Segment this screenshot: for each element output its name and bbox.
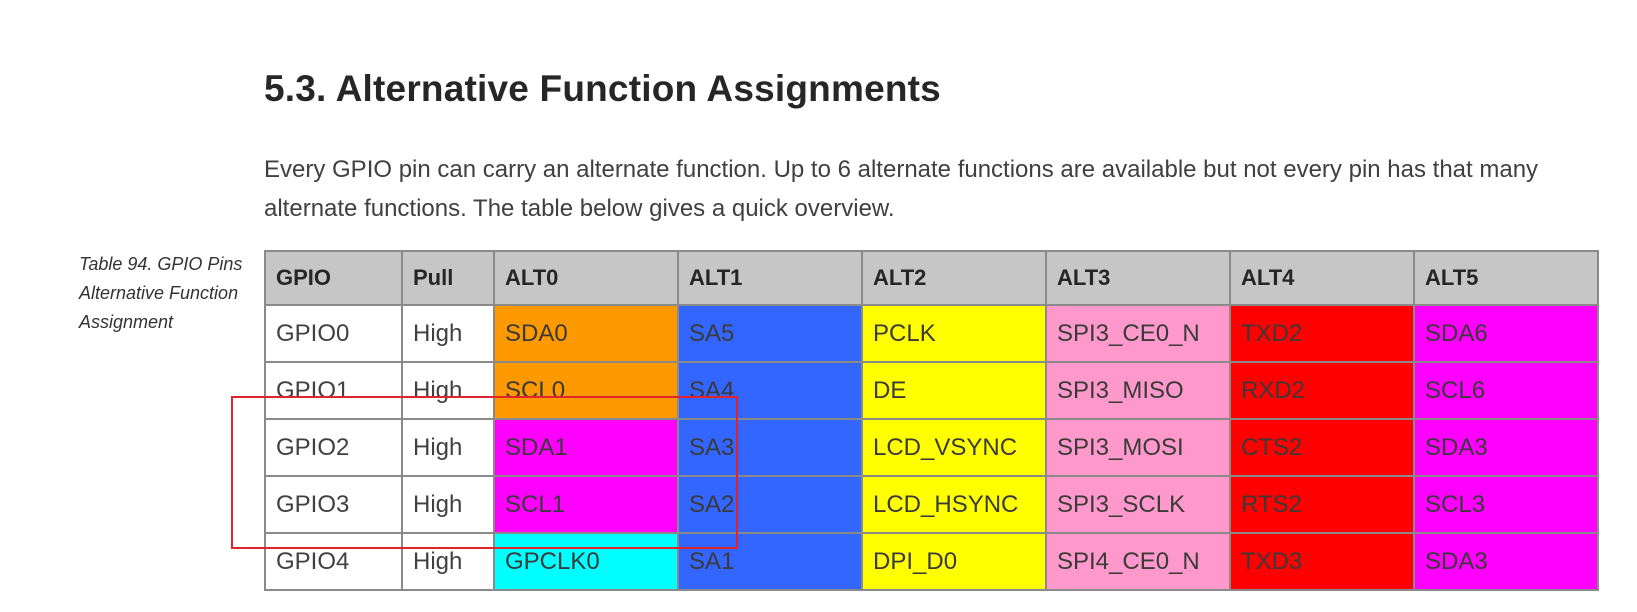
header-pull: Pull xyxy=(401,250,495,306)
cell-pull: High xyxy=(401,361,495,420)
cell-alt1: SA3 xyxy=(677,418,863,477)
cell-alt5: SDA3 xyxy=(1413,532,1599,591)
cell-alt5: SCL6 xyxy=(1413,361,1599,420)
cell-alt0: SDA0 xyxy=(493,304,679,363)
header-alt0: ALT0 xyxy=(493,250,679,306)
page-heading: 5.3. Alternative Function Assignments xyxy=(264,68,941,109)
cell-alt3: SPI3_SCLK xyxy=(1045,475,1231,534)
cell-alt4: RXD2 xyxy=(1229,361,1415,420)
table-row: GPIO0 High SDA0 SA5 PCLK SPI3_CE0_N TXD2… xyxy=(264,304,1599,363)
cell-alt4: RTS2 xyxy=(1229,475,1415,534)
cell-alt1: SA1 xyxy=(677,532,863,591)
cell-alt2: LCD_HSYNC xyxy=(861,475,1047,534)
cell-alt5: SDA3 xyxy=(1413,418,1599,477)
cell-alt1: SA2 xyxy=(677,475,863,534)
table-header-row: GPIO Pull ALT0 ALT1 ALT2 ALT3 ALT4 ALT5 xyxy=(264,250,1599,306)
cell-pull: High xyxy=(401,418,495,477)
cell-alt2: DPI_D0 xyxy=(861,532,1047,591)
cell-alt0: SCL0 xyxy=(493,361,679,420)
gpio-alt-function-table: GPIO Pull ALT0 ALT1 ALT2 ALT3 ALT4 ALT5 … xyxy=(264,250,1599,591)
cell-alt0: GPCLK0 xyxy=(493,532,679,591)
cell-alt5: SCL3 xyxy=(1413,475,1599,534)
cell-alt1: SA4 xyxy=(677,361,863,420)
table-row: GPIO2 High SDA1 SA3 LCD_VSYNC SPI3_MOSI … xyxy=(264,418,1599,477)
cell-gpio: GPIO4 xyxy=(264,532,403,591)
cell-alt4: TXD2 xyxy=(1229,304,1415,363)
cell-alt5: SDA6 xyxy=(1413,304,1599,363)
table-caption: Table 94. GPIO Pins Alternative Function… xyxy=(79,254,243,332)
cell-alt3: SPI3_MISO xyxy=(1045,361,1231,420)
header-alt4: ALT4 xyxy=(1229,250,1415,306)
cell-alt3: SPI4_CE0_N xyxy=(1045,532,1231,591)
header-alt3: ALT3 xyxy=(1045,250,1231,306)
header-alt5: ALT5 xyxy=(1413,250,1599,306)
cell-gpio: GPIO0 xyxy=(264,304,403,363)
cell-alt1: SA5 xyxy=(677,304,863,363)
cell-alt2: PCLK xyxy=(861,304,1047,363)
header-alt1: ALT1 xyxy=(677,250,863,306)
cell-alt3: SPI3_MOSI xyxy=(1045,418,1231,477)
cell-gpio: GPIO3 xyxy=(264,475,403,534)
cell-alt0: SCL1 xyxy=(493,475,679,534)
cell-gpio: GPIO2 xyxy=(264,418,403,477)
table-row: GPIO4 High GPCLK0 SA1 DPI_D0 SPI4_CE0_N … xyxy=(264,532,1599,591)
cell-alt3: SPI3_CE0_N xyxy=(1045,304,1231,363)
cell-pull: High xyxy=(401,475,495,534)
cell-alt4: CTS2 xyxy=(1229,418,1415,477)
table-row: GPIO1 High SCL0 SA4 DE SPI3_MISO RXD2 SC… xyxy=(264,361,1599,420)
cell-alt4: TXD3 xyxy=(1229,532,1415,591)
header-alt2: ALT2 xyxy=(861,250,1047,306)
cell-gpio: GPIO1 xyxy=(264,361,403,420)
cell-pull: High xyxy=(401,532,495,591)
cell-pull: High xyxy=(401,304,495,363)
header-gpio: GPIO xyxy=(264,250,403,306)
table-row: GPIO3 High SCL1 SA2 LCD_HSYNC SPI3_SCLK … xyxy=(264,475,1599,534)
cell-alt2: DE xyxy=(861,361,1047,420)
cell-alt2: LCD_VSYNC xyxy=(861,418,1047,477)
intro-paragraph: Every GPIO pin can carry an alternate fu… xyxy=(264,156,1539,222)
cell-alt0: SDA1 xyxy=(493,418,679,477)
